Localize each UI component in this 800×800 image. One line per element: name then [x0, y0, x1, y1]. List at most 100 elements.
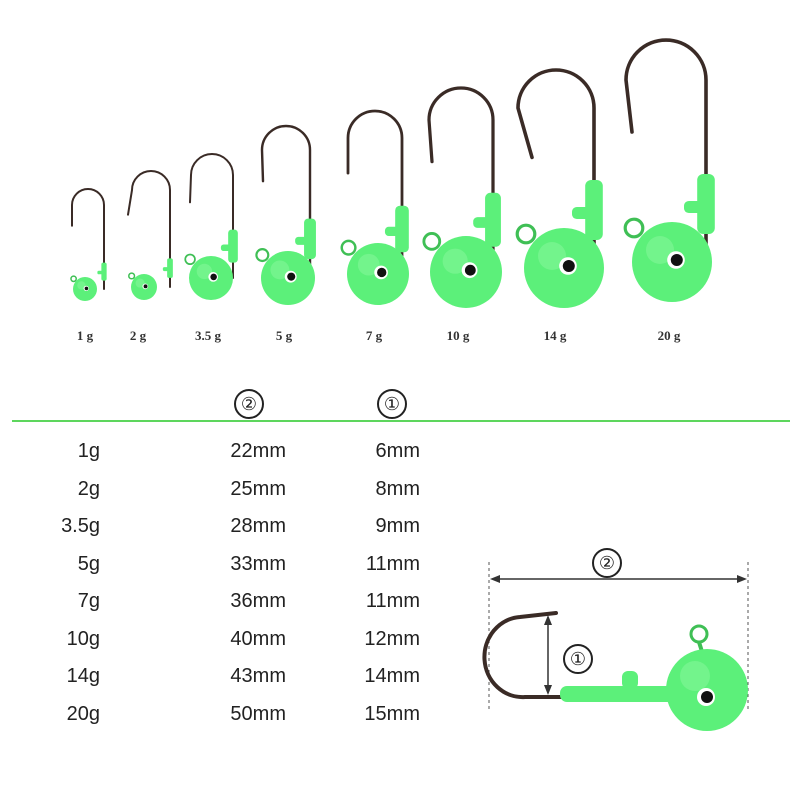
collar-shape — [560, 686, 690, 702]
collar-shape — [304, 218, 316, 260]
collar-shape — [167, 258, 173, 278]
barb-shape — [162, 267, 169, 272]
weight-cell: 5g — [77, 552, 100, 575]
weight-label-6: 10 g — [446, 328, 470, 343]
barb-shape — [97, 270, 103, 275]
head-cell: 9mm — [375, 515, 420, 537]
collar-shape — [485, 192, 501, 247]
head-highlight — [135, 278, 145, 288]
barb-shape — [622, 671, 638, 689]
eye-pupil-icon — [287, 272, 296, 281]
eyelet-icon — [70, 275, 77, 283]
section-divider — [12, 420, 790, 422]
weight-label-1: 1 g — [76, 328, 94, 343]
weight-cell: 14g — [66, 665, 100, 687]
table-row: 2g 25mm 8mm — [0, 478, 440, 514]
hook-icon — [516, 68, 596, 270]
barb-shape — [384, 226, 399, 237]
weight-cell: 2g — [77, 477, 100, 500]
weight-label-8: 20 g — [657, 328, 681, 343]
weight-cell: 20g — [66, 702, 100, 725]
column-marker-length: ② — [234, 389, 264, 419]
barb-shape — [220, 244, 231, 252]
eye-pupil-icon — [670, 254, 683, 266]
barb-shape — [684, 201, 702, 213]
head-highlight — [196, 263, 213, 280]
jig-4 — [255, 124, 316, 305]
diagram-marker-length: ② — [592, 548, 622, 578]
weight-label-5: 7 g — [365, 328, 383, 343]
length-cell: 50mm — [230, 702, 286, 725]
hook-icon — [427, 86, 495, 274]
diagram-marker-gap: ① — [563, 644, 593, 674]
head-highlight — [270, 260, 290, 280]
length-cell: 22mm — [230, 440, 286, 462]
head-highlight — [646, 236, 674, 264]
head-highlight — [680, 661, 710, 691]
head-cell: 11mm — [365, 590, 420, 612]
eye-pupil-icon — [701, 691, 713, 703]
arrow-left-icon — [490, 575, 500, 583]
weight-cell: 7g — [77, 590, 100, 612]
collar-shape — [395, 205, 409, 253]
dimension-diagram — [482, 562, 749, 731]
hook-icon — [127, 170, 171, 288]
head-cell: 12mm — [364, 627, 420, 650]
head-highlight — [442, 248, 468, 274]
head-cell: 11mm — [365, 552, 420, 575]
hook-icon — [189, 153, 234, 279]
jig-1 — [70, 188, 107, 301]
barb-shape — [572, 207, 590, 219]
hook-icon — [71, 188, 105, 290]
collar-shape — [101, 262, 107, 281]
weight-cell: 3.5g — [61, 515, 100, 537]
arrow-up-icon — [544, 615, 552, 625]
length-cell: 43mm — [230, 665, 286, 687]
weight-cell: 1g — [77, 440, 100, 462]
jig-8 — [623, 38, 715, 302]
barb-shape — [295, 236, 308, 245]
head-highlight — [538, 242, 566, 270]
weight-label-4: 5 g — [275, 328, 293, 343]
collar-shape — [228, 229, 238, 263]
barb-shape — [473, 217, 490, 228]
length-cell: 25mm — [230, 477, 286, 500]
hook-icon — [482, 611, 642, 700]
length-cell: 40mm — [230, 627, 286, 650]
head-highlight — [357, 253, 380, 276]
jig-3 — [184, 153, 238, 300]
eye-pupil-icon — [464, 264, 476, 276]
head-cell: 15mm — [364, 702, 420, 725]
weight-label-3: 3.5 g — [195, 328, 221, 343]
hook-icon — [346, 109, 404, 276]
eyelet-icon — [255, 248, 270, 263]
table-row: 3.5g 28mm 9mm — [0, 515, 440, 551]
eyelet-icon — [128, 272, 136, 280]
jig-6 — [422, 86, 502, 308]
collar-shape — [697, 174, 715, 234]
eye-pupil-icon — [210, 273, 217, 281]
length-cell: 36mm — [230, 590, 286, 612]
jig-2 — [127, 170, 173, 300]
eyelet-icon — [623, 217, 645, 239]
eye-pupil-icon — [377, 267, 387, 278]
eye-pupil-icon — [143, 284, 148, 289]
eyelet-icon — [689, 624, 709, 644]
eyelet-icon — [422, 232, 442, 251]
eye-pupil-icon — [84, 286, 89, 291]
length-cell: 28mm — [230, 515, 286, 537]
weight-cell: 10g — [66, 627, 100, 650]
table-row: 10g 40mm 12mm — [0, 628, 440, 664]
jig-7 — [515, 68, 604, 308]
eyelet-icon — [340, 239, 357, 256]
head-cell: 6mm — [375, 440, 420, 462]
weight-label-7: 14 g — [543, 328, 567, 343]
head-cell: 8mm — [375, 477, 420, 500]
table-row: 1g 22mm 6mm — [0, 440, 440, 476]
collar-shape — [585, 180, 603, 240]
eyelet-icon — [184, 253, 196, 266]
eye-pupil-icon — [562, 260, 575, 272]
